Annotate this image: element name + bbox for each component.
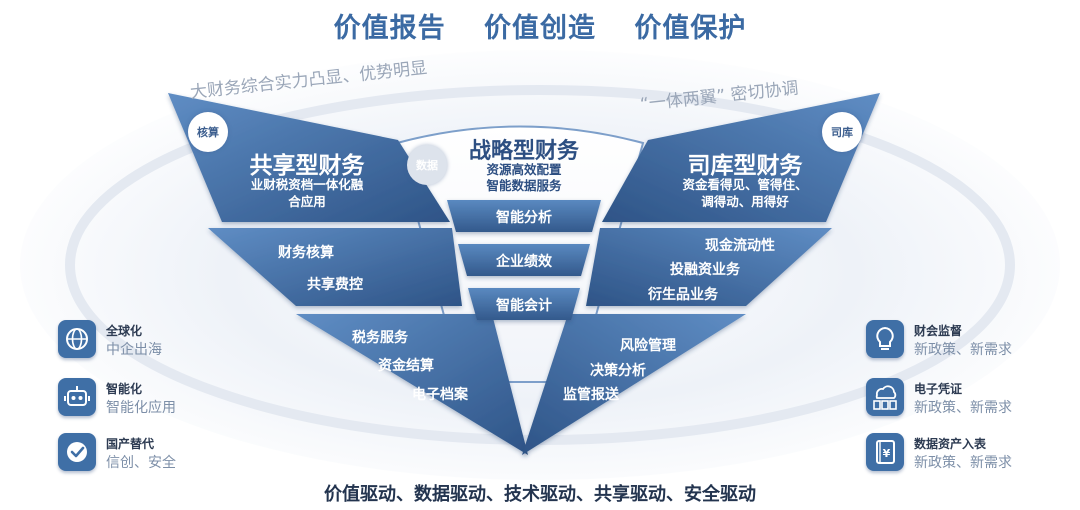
right-low-item: 监管报送 — [563, 387, 619, 403]
center-bar-1 — [447, 200, 601, 232]
left-panel-title: 共享型财务 — [249, 153, 365, 179]
left-panel-sub-line: 业财税资档一体化融 — [250, 177, 364, 192]
left-panel-sub-line: 合应用 — [288, 194, 326, 209]
left-low-item: 资金结算 — [378, 358, 434, 374]
left-top-panel — [168, 93, 450, 222]
left-feature-title: 国产替代 — [106, 437, 155, 451]
right-feature-sub: 新政策、新需求 — [914, 455, 1012, 471]
center-item: 智能分析 — [496, 210, 552, 226]
center-bar-2 — [458, 244, 590, 276]
right-panel-subtitle: 资金看得见、管得住、 调得动、用得好 — [660, 176, 830, 210]
header-item: 价值创造 — [484, 13, 596, 44]
center-subtitle: 资源高效配置 智能数据服务 — [447, 162, 601, 194]
right-feature-sub: 新政策、新需求 — [914, 400, 1012, 416]
left-middle-panel — [208, 228, 462, 306]
shield-check-icon — [58, 433, 96, 471]
center-item: 企业绩效 — [496, 254, 552, 270]
header-item: 价值报告 — [333, 13, 446, 44]
left-badge: 核算 — [188, 112, 228, 152]
lightbulb-icon — [866, 320, 904, 358]
left-mid-item: 共享费控 — [307, 277, 363, 293]
footer-text: 价值驱动、数据驱动、技术驱动、共享驱动、安全驱动 — [324, 484, 756, 505]
left-bottom-panel — [296, 314, 528, 455]
center-sub-line: 资源高效配置 — [486, 162, 562, 177]
center-item: 智能会计 — [496, 298, 552, 314]
right-feature-sub: 新政策、新需求 — [914, 342, 1012, 358]
center-title: 战略型财务 — [468, 139, 579, 164]
globe-icon — [58, 320, 96, 358]
left-low-item: 税务服务 — [352, 330, 408, 346]
right-panel-sub-line: 调得动、用得好 — [701, 194, 789, 209]
left-feature-sub: 智能化应用 — [106, 400, 176, 416]
right-low-item: 决策分析 — [590, 363, 646, 379]
left-feature-sub: 中企出海 — [106, 342, 162, 358]
right-feature-title: 电子凭证 — [914, 382, 963, 396]
right-mid-item: 投融资业务 — [670, 262, 740, 278]
header-title: 价值报告 价值创造 价值保护 — [0, 6, 1080, 45]
center-bar-3 — [468, 288, 580, 320]
right-feature-title: 数据资产入表 — [914, 437, 987, 451]
right-mid-item: 衍生品业务 — [648, 287, 718, 303]
header-item: 价值保护 — [634, 13, 747, 44]
left-feature-title: 智能化 — [106, 382, 143, 396]
right-mid-item: 现金流动性 — [705, 238, 775, 254]
yuan-book-icon: ¥ — [866, 433, 904, 471]
left-feature-title: 全球化 — [106, 324, 143, 338]
cloud-docs-icon — [866, 378, 904, 416]
left-panel-subtitle: 业财税资档一体化融 合应用 — [222, 176, 392, 210]
right-top-panel — [602, 93, 880, 222]
left-mid-item: 财务核算 — [278, 245, 334, 261]
left-low-item: 电子档案 — [412, 387, 468, 403]
right-panel-sub-line: 资金看得见、管得住、 — [682, 177, 808, 192]
right-badge: 司库 — [822, 112, 862, 152]
center-badge: 数据 — [407, 145, 447, 185]
right-low-item: 风险管理 — [620, 338, 676, 354]
left-feature-sub: 信创、安全 — [106, 455, 176, 471]
right-panel-title: 司库型财务 — [687, 153, 803, 179]
right-middle-panel — [586, 228, 832, 306]
svg-text:¥: ¥ — [883, 447, 891, 460]
right-feature-title: 财会监督 — [914, 324, 963, 338]
center-sub-line: 智能数据服务 — [486, 178, 562, 193]
robot-icon — [58, 378, 96, 416]
right-bottom-panel — [522, 314, 746, 455]
